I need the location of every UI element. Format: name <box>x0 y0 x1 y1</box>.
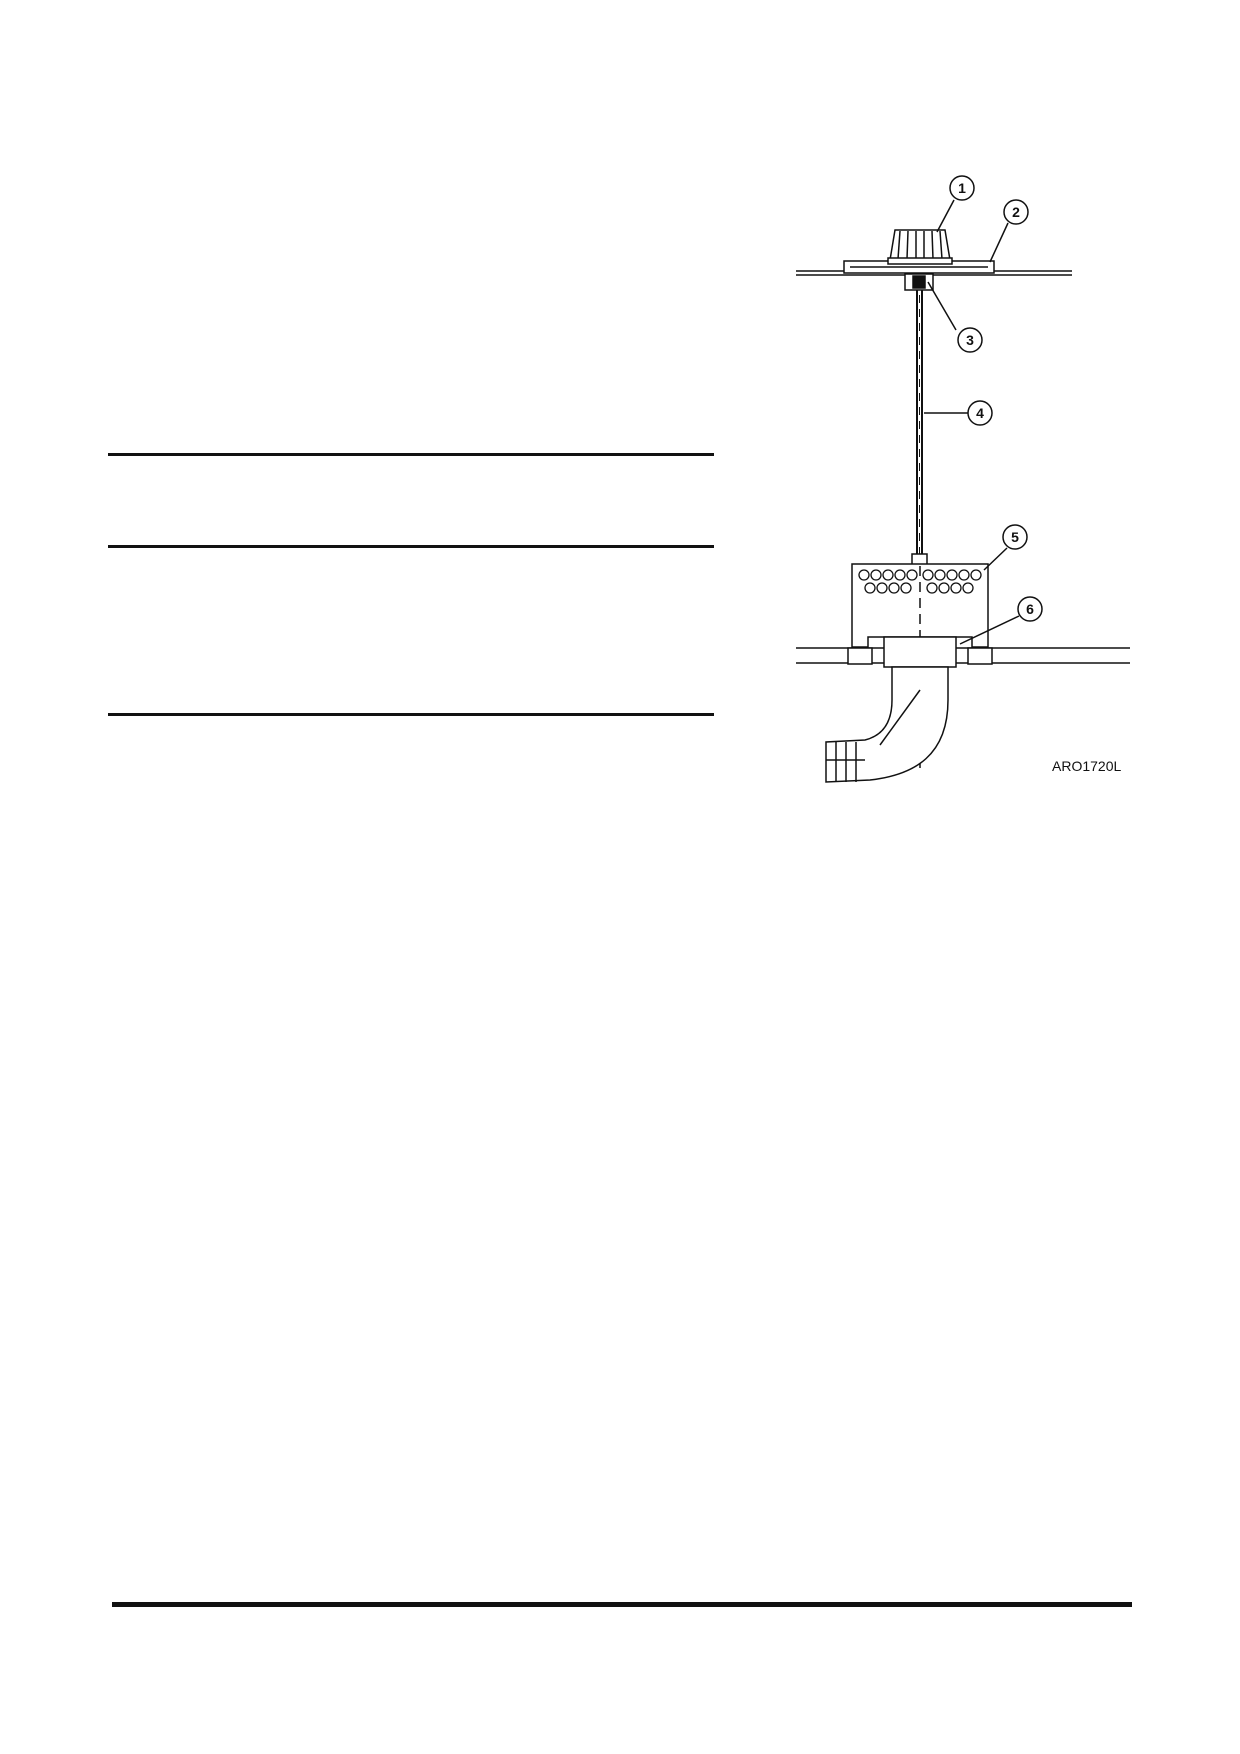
callout-5-circle <box>1002 524 1028 550</box>
callout-1-label: 1 <box>958 180 966 196</box>
callout-6-circle <box>1017 596 1043 622</box>
drain-valve-figure: 1 2 3 4 5 6 ARO1720L <box>780 170 1140 790</box>
callout-5-label: 5 <box>1011 529 1019 545</box>
section-rule-top <box>108 453 714 456</box>
callout-2-circle <box>1003 199 1029 225</box>
section-rule-middle <box>108 545 714 548</box>
callout-6-label: 6 <box>1026 601 1034 617</box>
callout-1-circle <box>949 175 975 201</box>
callout-3-circle <box>957 327 983 353</box>
figure-id-label: ARO1720L <box>1052 758 1121 774</box>
callout-2-label: 2 <box>1012 204 1020 220</box>
callout-3-label: 3 <box>966 332 974 348</box>
drain-valve-illustration: 1 2 3 4 5 6 ARO1720L <box>796 175 1130 783</box>
footer-rule <box>112 1602 1132 1607</box>
callout-4-circle <box>967 400 993 426</box>
section-rule-bottom <box>108 713 714 716</box>
callout-4-label: 4 <box>976 405 984 421</box>
